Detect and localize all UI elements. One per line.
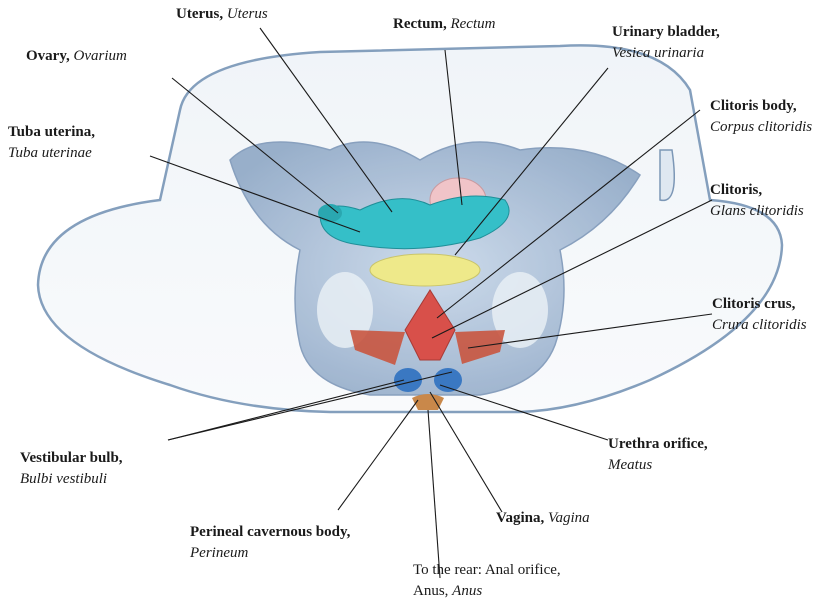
label-rectum-latin: Rectum xyxy=(450,16,495,32)
label-clitoris-latin: Glans clitoridis xyxy=(710,203,804,219)
label-ovary-latin: Ovarium xyxy=(74,48,127,64)
leader-anus xyxy=(428,410,440,578)
label-ovary: Ovary, Ovarium xyxy=(26,46,127,67)
label-anus: To the rear: Anal orifice, Anus, Anus xyxy=(413,560,561,602)
label-vestibular-name: Vestibular bulb, xyxy=(20,450,123,466)
label-vagina: Vagina, Vagina xyxy=(496,508,590,529)
label-tuba-name: Tuba uterina, xyxy=(8,124,95,140)
label-perineal-name: Perineal cavernous body, xyxy=(190,524,350,540)
bulb-right xyxy=(434,368,462,392)
label-tuba-latin: Tuba uterinae xyxy=(8,145,92,161)
right-flank xyxy=(660,150,674,200)
label-urethra: Urethra orifice, Meatus xyxy=(608,434,708,476)
label-bladder-name: Urinary bladder, xyxy=(612,24,720,40)
label-clitoris-crus-name: Clitoris crus, xyxy=(712,296,795,312)
label-clitoris-crus-latin: Crura clitoridis xyxy=(712,317,807,333)
label-clitoris-body-latin: Corpus clitoridis xyxy=(710,119,812,135)
label-ovary-name: Ovary, xyxy=(26,48,70,64)
label-clitoris-crus: Clitoris crus, Crura clitoridis xyxy=(712,294,807,336)
label-perineal-latin: Perineum xyxy=(190,545,248,561)
label-tuba: Tuba uterina, Tuba uterinae xyxy=(8,122,95,164)
label-rectum-name: Rectum, xyxy=(393,16,447,32)
label-uterus-latin: Uterus xyxy=(227,6,268,22)
label-vagina-name: Vagina, xyxy=(496,510,544,526)
label-anus-latin: Anus xyxy=(452,583,482,599)
label-vestibular-latin: Bulbi vestibuli xyxy=(20,471,107,487)
label-anus-prefix: Anus, xyxy=(413,583,448,599)
label-urethra-latin: Meatus xyxy=(608,457,652,473)
label-uterus-name: Uterus, xyxy=(176,6,223,22)
label-clitoris-body-name: Clitoris body, xyxy=(710,98,797,114)
label-uterus: Uterus, Uterus xyxy=(176,4,268,25)
leader-perineal xyxy=(338,400,418,510)
label-bladder-latin: Vesica urinaria xyxy=(612,45,704,61)
label-bladder: Urinary bladder, Vesica urinaria xyxy=(612,22,720,64)
label-anus-line1: To the rear: Anal orifice, xyxy=(413,560,561,581)
label-urethra-name: Urethra orifice, xyxy=(608,436,708,452)
label-vestibular: Vestibular bulb, Bulbi vestibuli xyxy=(20,448,123,490)
label-clitoris-name: Clitoris, xyxy=(710,182,762,198)
label-clitoris: Clitoris, Glans clitoridis xyxy=(710,180,804,222)
label-clitoris-body: Clitoris body, Corpus clitoridis xyxy=(710,96,812,138)
label-rectum: Rectum, Rectum xyxy=(393,14,495,35)
bladder-shape xyxy=(370,254,480,286)
label-vagina-latin: Vagina xyxy=(548,510,590,526)
label-perineal: Perineal cavernous body, Perineum xyxy=(190,522,350,564)
